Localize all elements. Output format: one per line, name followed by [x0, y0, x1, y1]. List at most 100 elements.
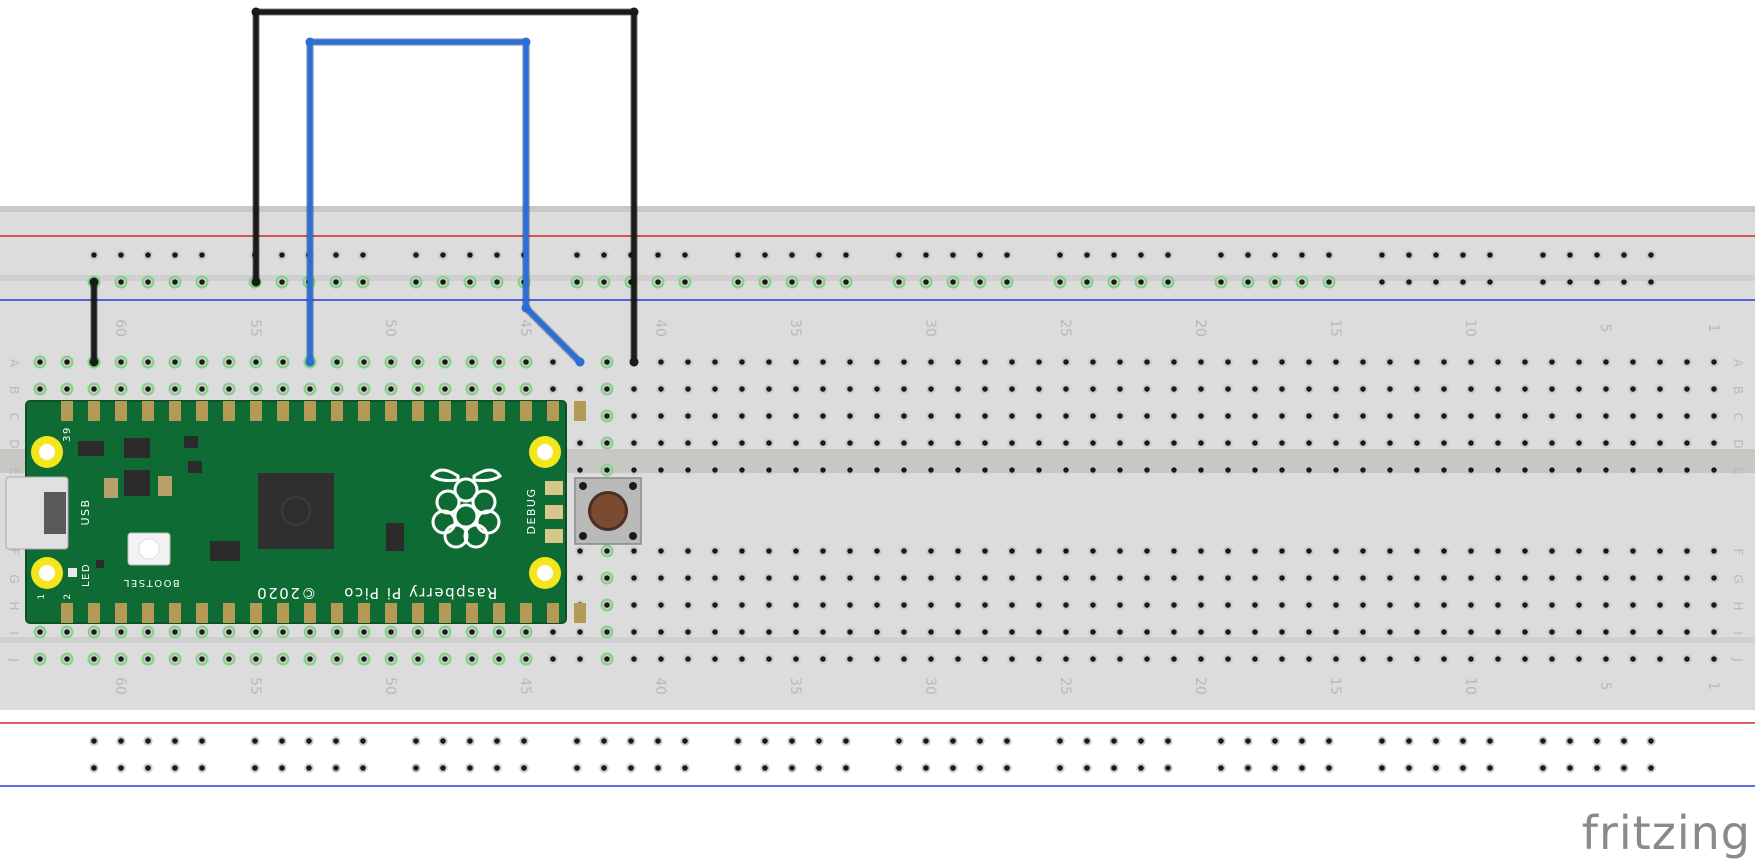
terminal-hole	[955, 467, 961, 473]
terminal-hole	[685, 386, 691, 392]
rail-hole	[279, 738, 285, 744]
column-number: 40	[652, 677, 668, 695]
terminal-hole	[712, 656, 718, 662]
rail-hole	[1111, 765, 1117, 771]
terminal-hole	[847, 575, 853, 581]
rail-hole	[1245, 279, 1251, 285]
terminal-hole	[631, 548, 637, 554]
rail-hole	[1165, 765, 1171, 771]
terminal-hole	[415, 386, 421, 392]
rail-hole	[1057, 738, 1063, 744]
terminal-hole	[1549, 548, 1555, 554]
terminal-hole	[1711, 467, 1717, 473]
rp2040-chip	[258, 473, 334, 549]
terminal-hole	[766, 359, 772, 365]
terminal-hole	[442, 656, 448, 662]
terminal-hole	[1711, 548, 1717, 554]
column-number: 45	[517, 319, 533, 337]
terminal-hole	[1279, 629, 1285, 635]
terminal-hole	[1306, 386, 1312, 392]
terminal-hole	[37, 386, 43, 392]
terminal-hole	[577, 440, 583, 446]
terminal-hole	[1306, 629, 1312, 635]
terminal-hole	[1225, 575, 1231, 581]
terminal-hole	[1279, 413, 1285, 419]
terminal-hole	[1657, 467, 1663, 473]
raspberry-berry	[453, 477, 479, 503]
rail-hole	[977, 279, 983, 285]
terminal-hole	[604, 467, 610, 473]
terminal-hole	[334, 656, 340, 662]
rail-hole	[440, 252, 446, 258]
terminal-hole	[739, 575, 745, 581]
terminal-hole	[1279, 602, 1285, 608]
terminal-hole	[793, 440, 799, 446]
row-letter: D	[1731, 439, 1745, 448]
rail-hole	[762, 279, 768, 285]
row-letter: B	[7, 386, 21, 394]
raspberry-logo	[429, 468, 503, 549]
rail-hole	[199, 279, 205, 285]
rail-hole	[1218, 252, 1224, 258]
terminal-hole	[631, 602, 637, 608]
terminal-hole	[766, 440, 772, 446]
terminal-hole	[658, 386, 664, 392]
rail-hole	[977, 252, 983, 258]
row-letter: H	[7, 601, 21, 610]
rail-hole	[601, 279, 607, 285]
terminal-hole	[1090, 629, 1096, 635]
rail-hole	[896, 279, 902, 285]
terminal-hole	[280, 359, 286, 365]
terminal-hole	[1495, 467, 1501, 473]
rail-hole	[950, 252, 956, 258]
rail-hole	[360, 252, 366, 258]
terminal-hole	[1630, 359, 1636, 365]
rail-hole	[1621, 252, 1627, 258]
terminal-hole	[1036, 656, 1042, 662]
pico-top-pad	[142, 401, 154, 421]
terminal-hole	[1171, 386, 1177, 392]
terminal-hole	[1603, 359, 1609, 365]
terminal-hole	[1441, 602, 1447, 608]
terminal-hole	[1090, 467, 1096, 473]
ground-jumper-endpoint	[629, 7, 639, 17]
rail-hole	[682, 252, 688, 258]
rail-hole	[252, 765, 258, 771]
terminal-hole	[712, 575, 718, 581]
terminal-hole	[1387, 575, 1393, 581]
terminal-hole	[1225, 386, 1231, 392]
pico-top-pad	[277, 401, 289, 421]
terminal-hole	[1333, 656, 1339, 662]
terminal-hole	[1117, 386, 1123, 392]
terminal-hole	[1711, 359, 1717, 365]
rail-hole	[1245, 252, 1251, 258]
terminal-hole	[442, 386, 448, 392]
terminal-hole	[1387, 548, 1393, 554]
terminal-hole	[766, 413, 772, 419]
terminal-hole	[820, 413, 826, 419]
terminal-hole	[1414, 629, 1420, 635]
rail-hole	[279, 252, 285, 258]
terminal-hole	[1063, 629, 1069, 635]
pico-top-pad	[547, 401, 559, 421]
column-number: 50	[382, 319, 398, 337]
terminal-hole	[1603, 629, 1609, 635]
column-number: 10	[1462, 319, 1478, 337]
terminal-hole	[1414, 359, 1420, 365]
rail-hole	[521, 738, 527, 744]
rail-hole	[1272, 765, 1278, 771]
terminal-hole	[1036, 359, 1042, 365]
terminal-hole	[1495, 602, 1501, 608]
pushbutton-cap	[591, 494, 625, 528]
terminal-hole	[1252, 575, 1258, 581]
terminal-hole	[577, 629, 583, 635]
terminal-hole	[1306, 467, 1312, 473]
terminal-hole	[1711, 629, 1717, 635]
terminal-hole	[793, 467, 799, 473]
ground-jumper-endpoint	[251, 277, 261, 287]
terminal-hole	[1630, 386, 1636, 392]
terminal-hole	[361, 386, 367, 392]
terminal-hole	[1009, 548, 1015, 554]
terminal-hole	[1009, 467, 1015, 473]
terminal-hole	[820, 548, 826, 554]
